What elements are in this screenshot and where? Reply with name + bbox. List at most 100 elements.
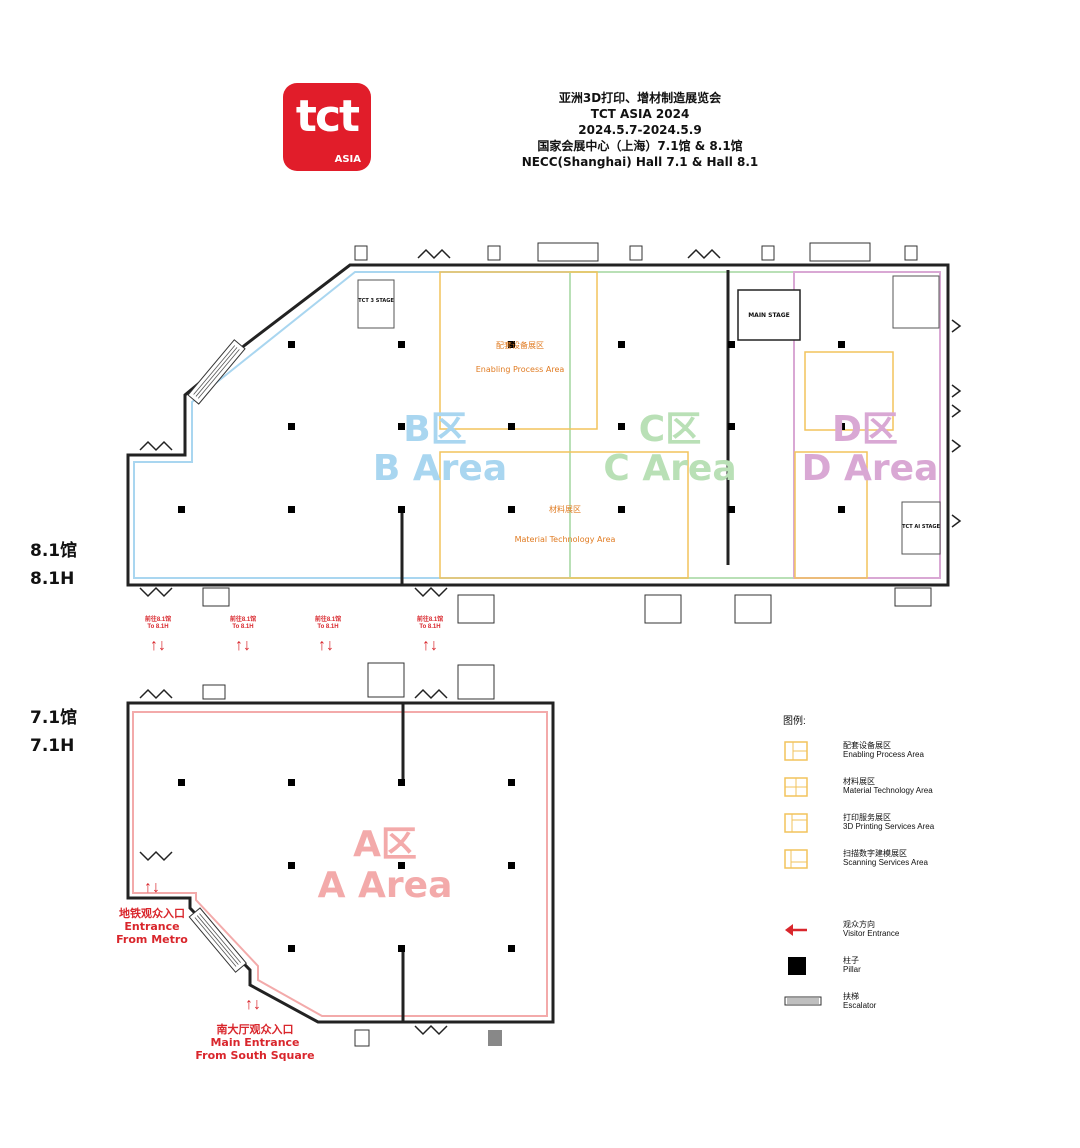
area-d-cn: D区 — [832, 409, 898, 450]
transfer-4-cn: 前往8.1馆 — [416, 617, 444, 623]
transfer-2: 前往8.1馆 To 8.1H — [213, 617, 273, 631]
d-top-stage-box — [892, 275, 940, 329]
south-entrance-label: 南大厅观众入口 Main Entrance From South Square — [185, 1023, 325, 1062]
legend-visitor-cn: 观众方向 — [843, 920, 875, 929]
scanning-zone-box — [804, 351, 894, 431]
hall-71-en: 7.1H — [30, 736, 75, 756]
enabling-zone-swatch-icon — [784, 741, 808, 761]
metro-entrance-cn: 地铁观众入口 — [119, 907, 185, 920]
legend-material-en: Material Technology Area — [843, 786, 933, 795]
hall-71-outline — [126, 701, 555, 1024]
up-down-arrow-icon: ↑↓ — [318, 637, 334, 654]
door-symbols — [139, 248, 721, 1036]
pillars-81 — [178, 341, 845, 513]
ai-stage-box — [901, 501, 941, 555]
event-dates: 2024.5.7-2024.5.9 — [578, 123, 702, 137]
legend-printing-en: 3D Printing Services Area — [843, 822, 935, 831]
enabling-zone-box — [439, 271, 598, 430]
tct-asia-logo: tct ASIA — [283, 83, 371, 171]
tct-stage-label: TCT 3 STAGE — [358, 298, 394, 304]
main-stage-label: MAIN STAGE — [748, 312, 790, 319]
ai-stage-label: TCT AI STAGE — [902, 524, 940, 530]
legend-enabling-en: Enabling Process Area — [843, 750, 924, 759]
material-zone-cn: 材料展区 — [549, 505, 581, 514]
transfer-3-cn: 前往8.1馆 — [314, 617, 342, 623]
metro-entrance-en1: Entrance — [124, 920, 180, 933]
east-door-symbols — [951, 319, 962, 528]
area-b-en: B Area — [372, 448, 508, 489]
area-d-en: D Area — [801, 448, 939, 489]
legend-pillar: 柱子 Pillar — [783, 951, 983, 981]
printing-zone-swatch-icon — [784, 813, 808, 833]
legend-visitor-en: Visitor Entrance — [843, 929, 900, 938]
escalator-81 — [187, 339, 246, 405]
pillars-71 — [178, 779, 515, 952]
event-title-cn: 亚洲3D打印、增材制造展览会 — [558, 91, 722, 105]
material-zone-en: Material Technology Area — [514, 535, 616, 544]
area-a-en: A Area — [317, 865, 453, 906]
metro-entrance-en2: From Metro — [116, 933, 188, 946]
transfer-1: 前往8.1馆 To 8.1H — [128, 617, 188, 631]
south-entrance-cn: 南大厅观众入口 — [216, 1023, 294, 1036]
metro-arrow-icon: ↑↓ — [144, 879, 160, 896]
south-entrance-en1: Main Entrance — [210, 1036, 300, 1049]
printing-zone-box — [794, 451, 868, 579]
legend-pillar-en: Pillar — [843, 965, 861, 974]
legend-scanning: 扫描数字建模展区 Scanning Services Area — [783, 844, 983, 874]
hall-81-cn: 8.1馆 — [30, 541, 78, 561]
area-a-cn: A区 — [353, 824, 417, 865]
transfer-3: 前往8.1馆 To 8.1H — [298, 617, 358, 631]
b-area-boundary — [133, 271, 571, 579]
area-c-cn: C区 — [638, 409, 702, 450]
pillar-icon — [788, 957, 806, 975]
legend-printing-cn: 打印服务展区 — [843, 813, 891, 822]
metro-entrance-label: 地铁观众入口 Entrance From Metro — [97, 907, 207, 946]
hall-71-label: 7.1馆 7.1H — [30, 704, 77, 760]
transfer-1-en: To 8.1H — [147, 624, 169, 630]
legend-escalator-en: Escalator — [843, 1001, 877, 1010]
legend-visitor: 观众方向 Visitor Entrance — [783, 915, 983, 945]
logo-subtext: ASIA — [334, 154, 361, 165]
legend-scanning-en: Scanning Services Area — [843, 858, 928, 867]
enabling-zone-cn: 配套设备展区 — [496, 341, 544, 350]
area-b-cn: B区 — [403, 409, 467, 450]
transfer-4-en: To 8.1H — [419, 624, 441, 630]
event-header: 亚洲3D打印、增材制造展览会 TCT ASIA 2024 2024.5.7-20… — [480, 90, 800, 170]
legend-enabling-cn: 配套设备展区 — [843, 741, 891, 750]
main-stage-box — [737, 289, 801, 341]
legend-escalator-cn: 扶梯 — [843, 992, 859, 1001]
transfer-4: 前往8.1馆 To 8.1H — [400, 617, 460, 631]
venue-en: NECC(Shanghai) Hall 7.1 & Hall 8.1 — [521, 155, 759, 169]
up-down-arrow-icon: ↑↓ — [235, 637, 251, 654]
escalator-71 — [188, 907, 247, 973]
material-zone-box — [439, 451, 689, 579]
area-c-en: C Area — [603, 448, 737, 489]
scanning-zone-swatch-icon — [784, 849, 808, 869]
legend-title: 图例: — [783, 716, 806, 727]
enabling-zone-en: Enabling Process Area — [475, 365, 565, 374]
transfer-3-en: To 8.1H — [317, 624, 339, 630]
logo-text: tct — [295, 91, 360, 142]
transfer-2-en: To 8.1H — [232, 624, 254, 630]
legend-escalator: 扶梯 Escalator — [783, 987, 983, 1017]
legend-material: 材料展区 Material Technology Area — [783, 772, 983, 802]
transfer-1-cn: 前往8.1馆 — [144, 617, 172, 623]
south-entrance-en2: From South Square — [195, 1049, 315, 1062]
up-down-arrow-icon: ↑↓ — [150, 637, 166, 654]
map-legend: 图例: 配套设备展区 Enabling Process Area 材料展区 Ma… — [783, 712, 983, 1010]
hall-71-cn: 7.1馆 — [30, 708, 78, 728]
red-arrow-icon — [785, 924, 807, 936]
legend-scanning-cn: 扫描数字建模展区 — [843, 849, 907, 858]
south-arrow-icon: ↑↓ — [245, 996, 261, 1013]
a-area-boundary — [132, 711, 548, 1017]
hall-81-label: 8.1馆 8.1H — [30, 537, 77, 593]
square-block — [488, 1030, 502, 1046]
material-zone-swatch-icon — [784, 777, 808, 797]
tct-stage-box — [357, 279, 395, 329]
transfer-2-cn: 前往8.1馆 — [229, 617, 257, 623]
legend-printing: 打印服务展区 3D Printing Services Area — [783, 808, 983, 838]
escalator-icon — [784, 996, 822, 1006]
legend-pillar-cn: 柱子 — [843, 956, 859, 965]
up-down-arrow-icon: ↑↓ — [422, 637, 438, 654]
